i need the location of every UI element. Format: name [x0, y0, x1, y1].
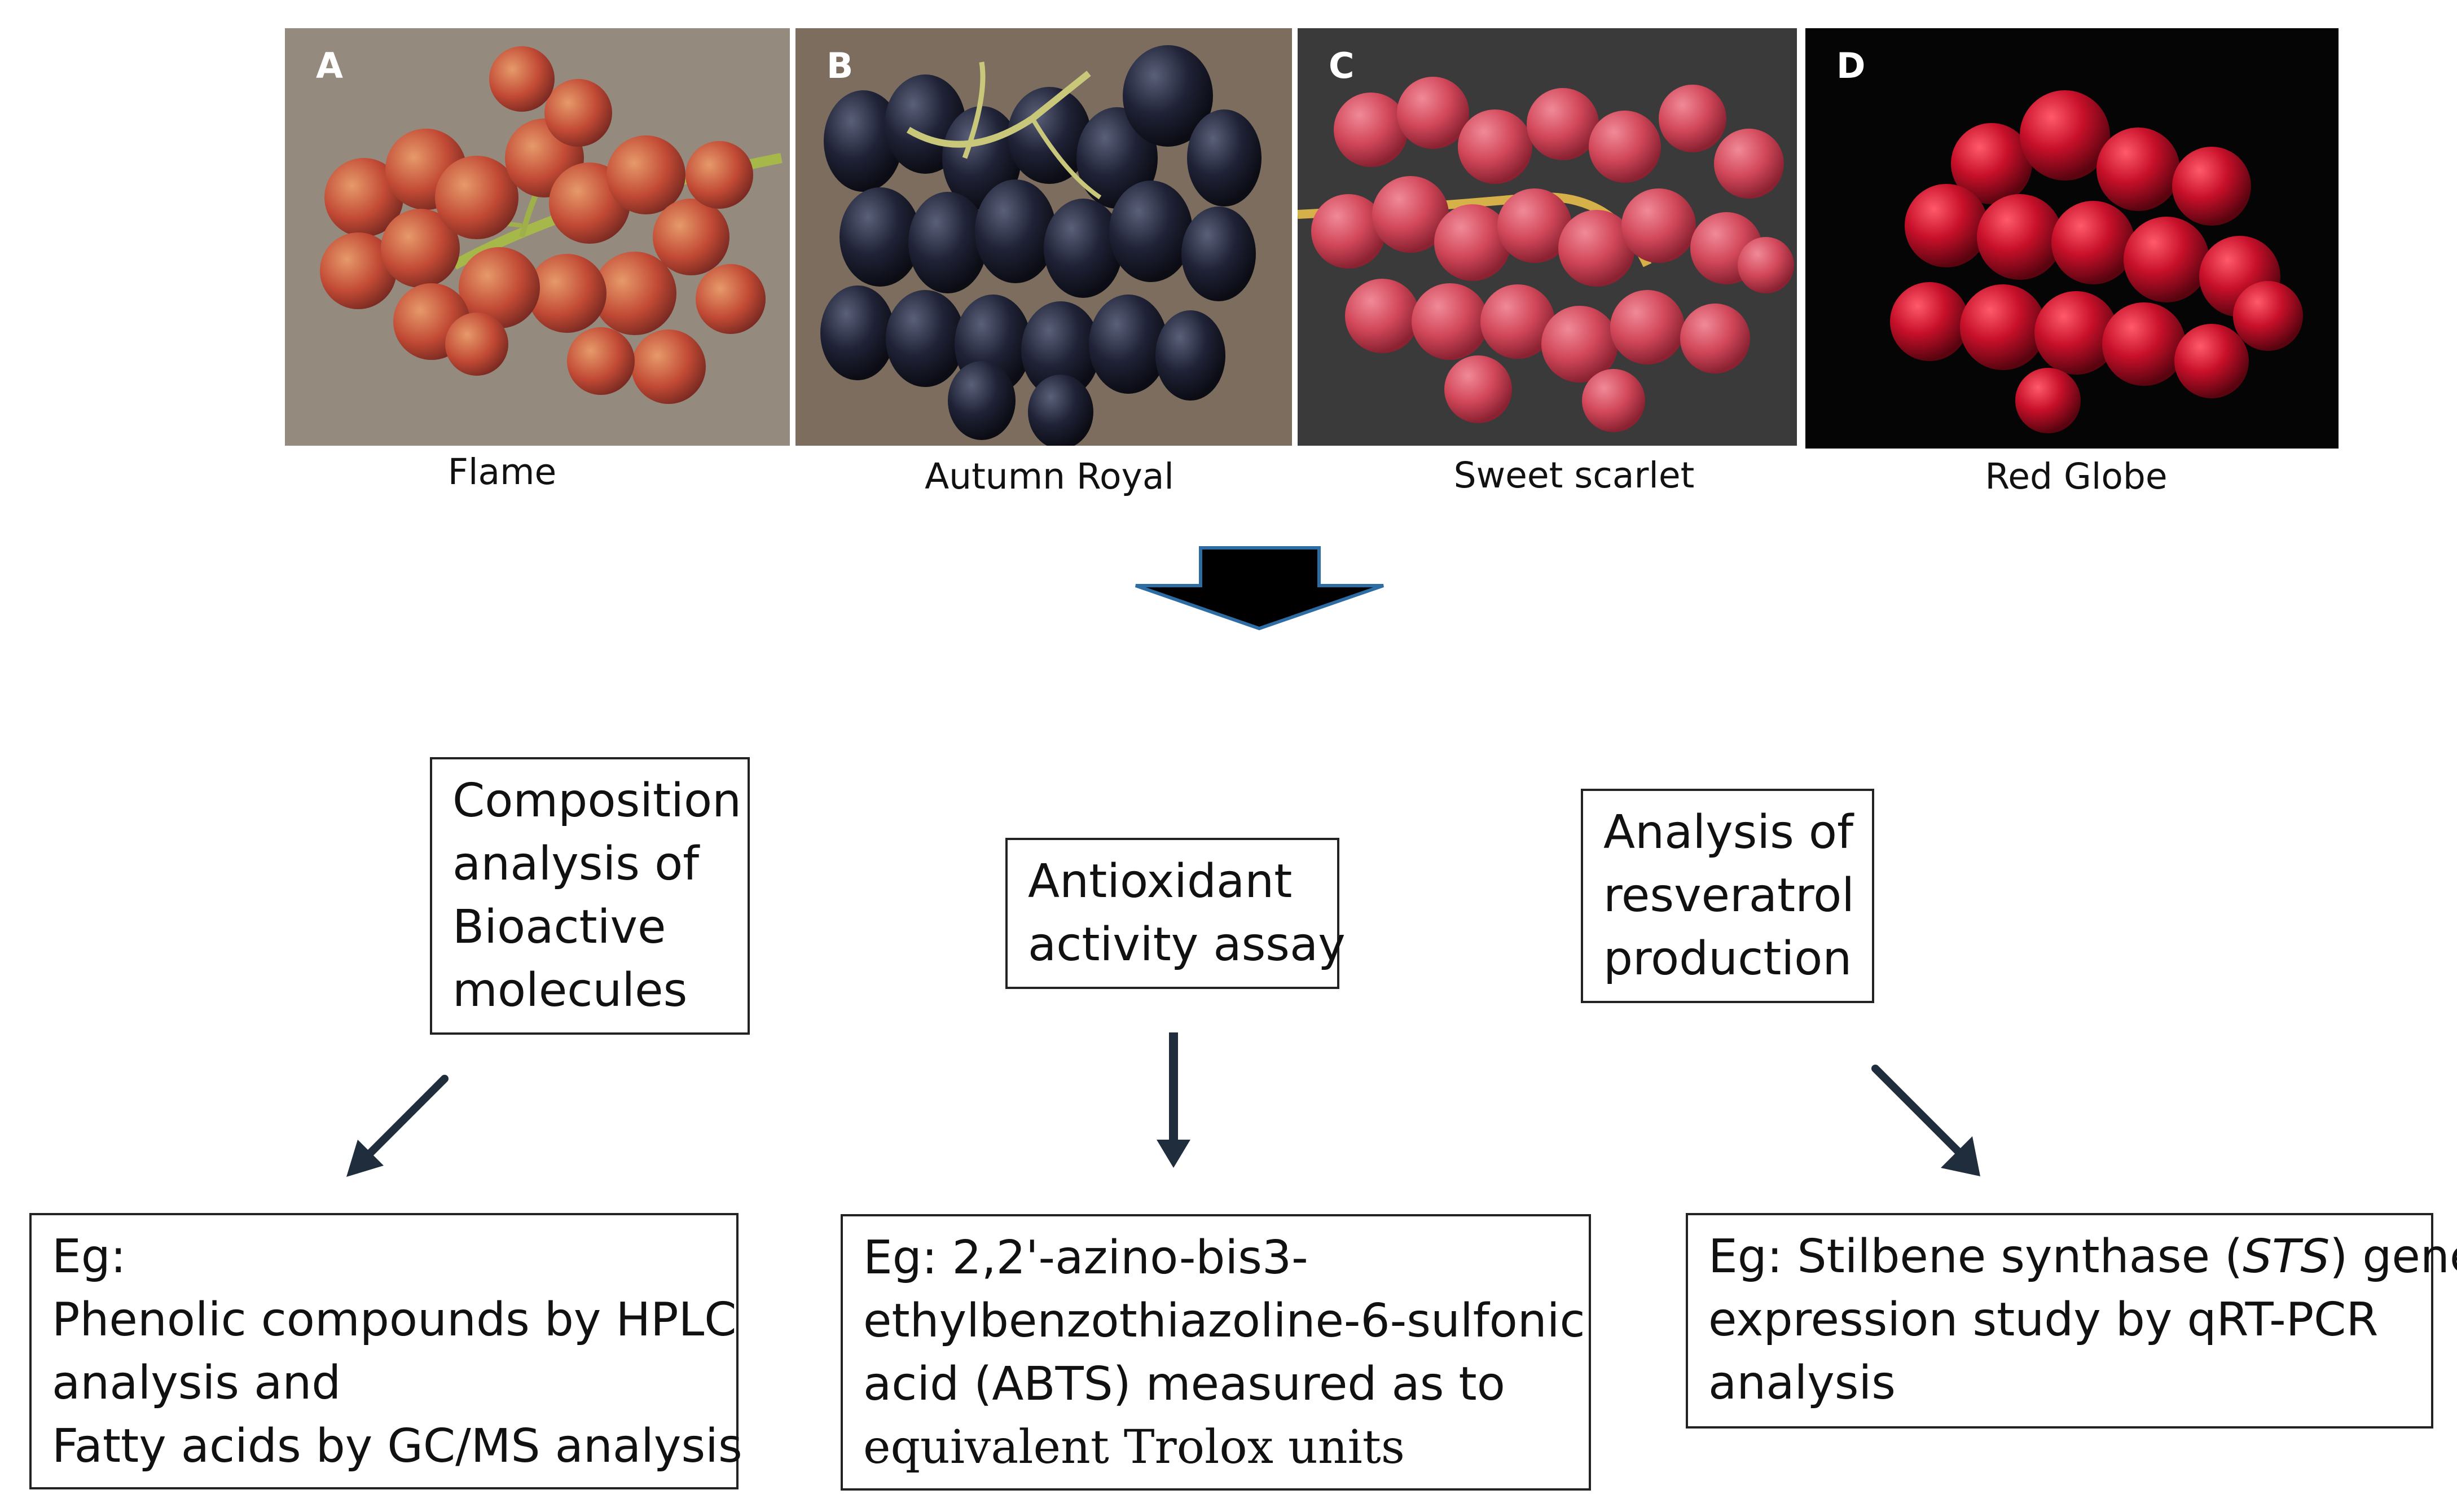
arrow-to-hplc-example	[346, 1075, 449, 1177]
resveratrol-line-2: resveratrol	[1603, 869, 1855, 922]
abts-line-1: Eg: 2,2'-azino-bis3-	[863, 1231, 1308, 1285]
box-resveratrol-analysis: Analysis of resveratrol production	[1581, 789, 1874, 1003]
box-antioxidant-assay: Antioxidant activity assay	[1005, 838, 1346, 989]
box-example-hplc: Eg: Phenolic compounds by HPLC analysis …	[29, 1213, 742, 1489]
box-composition-analysis: Composition analysis of Bioactive molecu…	[430, 757, 750, 1035]
abts-line-3: acid (ABTS) measured as to	[863, 1357, 1505, 1411]
caption-autumn-royal: Autumn Royal	[925, 456, 1174, 497]
photo-panel-autumn-royal: B	[795, 28, 1292, 446]
panel-letter-a: A	[316, 45, 343, 86]
sts-line-2: expression study by qRT-PCR	[1708, 1293, 2379, 1347]
abts-line-2: ethylbenzothiazoline-6-sulfonic	[863, 1294, 1585, 1348]
composition-line-4: molecules	[452, 964, 688, 1017]
sts-gene-symbol: STS	[2243, 1230, 2330, 1284]
panel-letter-d: D	[1836, 45, 1866, 86]
arrow-to-sts-example	[1871, 1065, 1980, 1176]
photo-panel-red-globe: D	[1805, 28, 2339, 449]
sts-line-1-prefix: Eg: Stilbene synthase (	[1708, 1230, 2243, 1284]
antioxidant-line-1: Antioxidant	[1028, 855, 1293, 908]
composition-line-2: analysis of	[452, 837, 700, 891]
abts-line-4: equivalent Trolox units	[863, 1421, 1405, 1474]
caption-red-globe: Red Globe	[1985, 456, 2168, 497]
panel-letter-c: C	[1329, 45, 1355, 86]
antioxidant-line-2: activity assay	[1028, 918, 1346, 972]
photo-panel-flame: A	[285, 28, 790, 446]
caption-flame: Flame	[447, 451, 557, 493]
red-globe-grapes-image	[1805, 28, 2339, 449]
hplc-line-4: Fatty acids by GC/MS analysis	[52, 1419, 742, 1473]
caption-sweet-scarlet: Sweet scarlet	[1453, 455, 1695, 496]
composition-line-1: Composition	[452, 774, 742, 828]
flame-grapes-image	[285, 28, 790, 446]
resveratrol-line-1: Analysis of	[1603, 806, 1853, 859]
hplc-line-3: analysis and	[52, 1356, 341, 1410]
autumn-royal-grapes-image	[795, 28, 1292, 446]
sweet-scarlet-grapes-image	[1298, 28, 1797, 446]
hplc-line-1: Eg:	[52, 1230, 126, 1284]
composition-line-3: Bioactive	[452, 900, 666, 954]
sts-line-3: analysis	[1708, 1356, 1896, 1410]
big-down-arrow	[1135, 546, 1384, 631]
resveratrol-line-3: production	[1603, 932, 1852, 986]
box-example-abts: Eg: 2,2'-azino-bis3- ethylbenzothiazolin…	[841, 1214, 1591, 1491]
panel-letter-b: B	[827, 45, 854, 86]
arrow-to-abts-example	[1157, 1032, 1190, 1168]
photo-panel-sweet-scarlet: C	[1298, 28, 1797, 446]
hplc-line-2: Phenolic compounds by HPLC	[52, 1293, 737, 1347]
